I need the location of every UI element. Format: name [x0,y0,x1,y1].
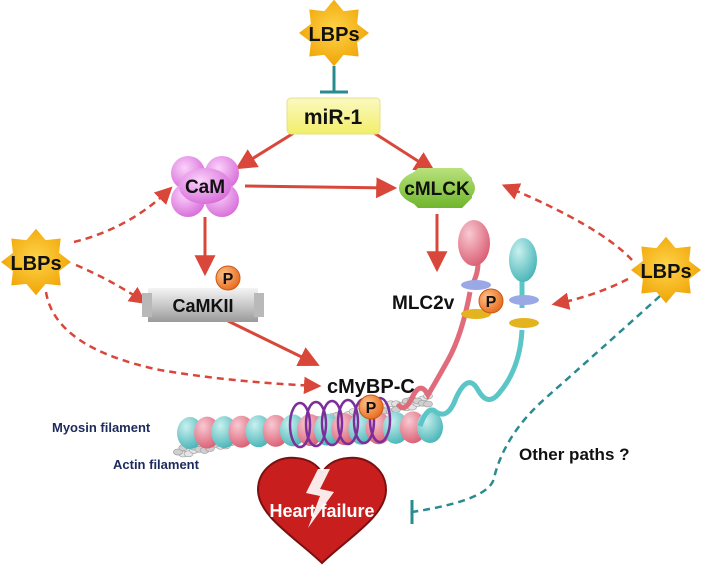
lightning-icon [306,469,334,528]
cmlck-label: cMLCK [404,179,470,200]
light-chain-blue [461,280,491,290]
cam-node: CaM [171,156,239,217]
arrow-lbps-right-to-mlc2v [551,277,629,310]
phospho-label-cmybpc: P [366,400,377,417]
lbps-right-label: LBPs [640,261,691,283]
star-icon [631,236,701,304]
lbps-left-node: LBPs [1,228,71,296]
light-chain-gold [509,318,539,328]
light-chain-blue [509,295,539,305]
purple-coil-loop [320,399,344,447]
mir1-box [286,97,381,135]
pink-chain [395,291,473,411]
arrow-camkii-to-cmybpc [227,319,320,367]
camkii-cap-right [254,293,264,317]
camkii-label: CaMKII [172,296,233,316]
arrow-lbps-left-to-cam [73,186,173,244]
myosin-filament-label: Myosin filament [52,420,151,435]
heart-failure-label: Heart failure [269,501,374,521]
actin-bead [423,400,433,408]
myosin-filament [177,396,443,449]
cam-label: CaM [185,177,225,198]
purple-coil-loop [304,400,328,448]
teal-chain [417,329,525,427]
star-icon [299,0,369,67]
light-chain-gold [461,309,491,319]
myosin-heads [395,220,539,427]
camkii-node: CaMKII [142,288,264,322]
actin-filament-label: Actin filament [113,457,200,472]
cam-core [179,168,231,204]
star-icon [1,228,71,296]
teal-myosin-head [509,238,537,282]
mlc2v-label: MLC2v [392,293,455,314]
arrow-lbps-right-to-cmlck [501,183,633,261]
camkii-cap-left [142,293,152,317]
heart-failure-node: Heart failure [256,456,388,565]
cmlck-body [399,168,475,208]
purple-coil-loop [288,401,312,449]
cmybpc-label: cMyBP-C [327,376,415,398]
purple-coil-loop [336,398,360,446]
arrow-mir1-to-cmlck [370,129,436,173]
phospho-icon: P [358,394,384,420]
arrow-cam-to-cmlck [244,177,398,199]
lbps-left-label: LBPs [10,253,61,275]
phospho-label-camkii: P [223,271,234,288]
arrow-lbps-left-to-camkii [75,263,147,304]
phospho-label-mlc2v: P [486,294,497,311]
purple-coil-loop [368,396,392,444]
mir1-node: miR-1 [286,97,381,135]
other-paths-label: Other paths ? [519,445,630,464]
lbps-top-node: LBPs [299,0,369,67]
arrows-layer [44,129,633,395]
lbps-top-label: LBPs [308,24,359,46]
camkii-bar [148,288,258,322]
phospho-icon: P [478,288,504,314]
lbps-right-node: LBPs [631,236,701,304]
phospho-icon: P [215,265,241,291]
arrow-lbps-left-to-cmybpc [44,291,322,395]
inhibition-layer [320,66,661,524]
pink-myosin-head [458,220,490,266]
mir1-label: miR-1 [304,106,363,129]
cmlck-node: cMLCK [399,168,475,208]
inhibit-lbps-to-heart-failure [411,295,661,514]
arrow-mir1-to-cam [235,129,298,170]
